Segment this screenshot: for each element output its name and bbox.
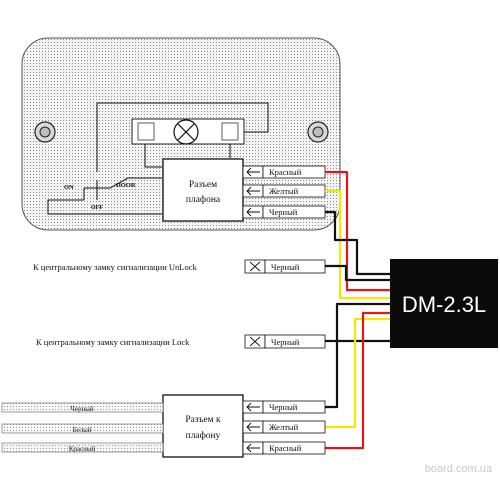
arrow-left-icon bbox=[246, 402, 260, 412]
top-pin-black-label: Черный bbox=[269, 207, 298, 217]
harness-wire-red: Красный bbox=[1, 442, 164, 453]
bottom-pin-yellow: Желтый bbox=[242, 420, 326, 434]
ceiling-light-panel: ON DOOR OFF Разъем плафона bbox=[21, 37, 341, 231]
unlock-caption: К центральному замку сигнализации UnLock bbox=[33, 262, 197, 272]
lock-caption: К центральному замку сигнализации Lock bbox=[36, 337, 190, 347]
wire-black-bottom bbox=[325, 302, 390, 409]
harness-wire-black-label: Черный bbox=[70, 405, 94, 413]
lock-pin: Черный bbox=[244, 334, 326, 349]
internal-wiring bbox=[47, 102, 269, 215]
dm-module: DM-2.3L bbox=[390, 259, 498, 348]
ceiling-connector-title-line2: плафона bbox=[186, 194, 221, 205]
top-pin-red-label: Красный bbox=[269, 167, 302, 177]
wire-red-top bbox=[325, 170, 390, 292]
top-pin-yellow: Желтый bbox=[242, 184, 326, 198]
terminal-cross-icon bbox=[249, 336, 261, 347]
switch-off-label: OFF bbox=[91, 205, 103, 211]
wire-red-bottom bbox=[325, 311, 390, 450]
wire-yellow-top bbox=[325, 189, 390, 300]
top-connector-pins: Красный Желтый Черный bbox=[242, 165, 326, 219]
lamp-connector-box bbox=[162, 394, 244, 458]
mount-hole-right bbox=[307, 121, 329, 143]
unlock-pin-label: Черный bbox=[271, 262, 300, 272]
wire-yellow-bottom bbox=[325, 317, 390, 429]
arrow-left-icon bbox=[246, 443, 260, 453]
watermark: board.com.ua bbox=[425, 463, 493, 475]
top-pin-red: Красный bbox=[242, 165, 326, 179]
harness-wire-red-label: Красный bbox=[69, 445, 96, 453]
switch-door-label: DOOR bbox=[116, 182, 136, 189]
wire-unlock bbox=[325, 264, 390, 282]
dm-module-label: DM-2.3L bbox=[402, 292, 486, 317]
bottom-pin-black-label: Черный bbox=[269, 402, 298, 412]
bottom-connector-pins: Черный Желтый Красный bbox=[242, 400, 326, 455]
lamp-icon bbox=[131, 118, 245, 145]
terminal-cross-icon bbox=[249, 261, 261, 272]
harness-wire-white: Белый bbox=[1, 423, 164, 434]
bottom-pin-red-label: Красный bbox=[269, 443, 302, 453]
ceiling-connector-box bbox=[162, 158, 244, 222]
dm-module-body bbox=[390, 259, 498, 348]
unlock-pin: Черный bbox=[244, 259, 326, 274]
harness-wire-black: Черный bbox=[1, 402, 164, 413]
switch-on-label: ON bbox=[64, 184, 74, 191]
bottom-pin-yellow-label: Желтый bbox=[269, 422, 299, 432]
bottom-pin-red: Красный bbox=[242, 441, 326, 455]
plug-symbol-icon bbox=[246, 186, 260, 196]
lamp-connector-title-line2: плафону bbox=[186, 430, 221, 441]
wire-black-top bbox=[325, 210, 390, 276]
lamp-connector-title-line1: Разъем к bbox=[185, 415, 221, 425]
mount-hole-left bbox=[34, 121, 56, 143]
harness-wire-white-label: Белый bbox=[72, 426, 91, 434]
lamp-connector: Разъем к плафону bbox=[162, 394, 244, 458]
plug-symbol-icon bbox=[246, 207, 260, 217]
top-pin-black: Черный bbox=[242, 205, 326, 219]
bottom-pin-black: Черный bbox=[242, 400, 326, 414]
plug-symbol-icon bbox=[246, 167, 260, 177]
lock-pin-label: Черный bbox=[271, 337, 300, 347]
ceiling-connector-title-line1: Разъем bbox=[189, 180, 217, 190]
wires bbox=[325, 170, 390, 450]
top-pin-yellow-label: Желтый bbox=[269, 186, 299, 196]
harness-wires: Черный Белый Красный bbox=[1, 402, 164, 453]
arrow-left-icon bbox=[246, 422, 260, 432]
